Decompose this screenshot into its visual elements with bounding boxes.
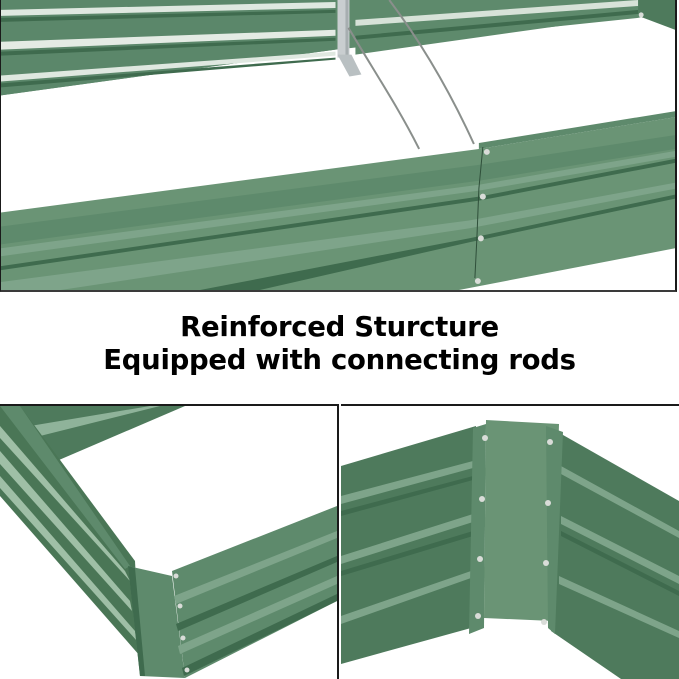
- garden-bed-rods-photo-icon: [1, 0, 675, 290]
- bottom-left-product-photo: [0, 404, 339, 679]
- bottom-right-product-photo: [341, 404, 679, 679]
- garden-bed-corner-photo-icon: [0, 406, 337, 678]
- caption-block: Reinforced Sturcture Equipped with conne…: [0, 300, 679, 396]
- corner-bracket-bolts-photo-icon: [341, 420, 679, 679]
- top-product-photo: [0, 0, 677, 292]
- caption-subtitle: Equipped with connecting rods: [103, 344, 576, 376]
- caption-title: Reinforced Sturcture: [180, 311, 499, 343]
